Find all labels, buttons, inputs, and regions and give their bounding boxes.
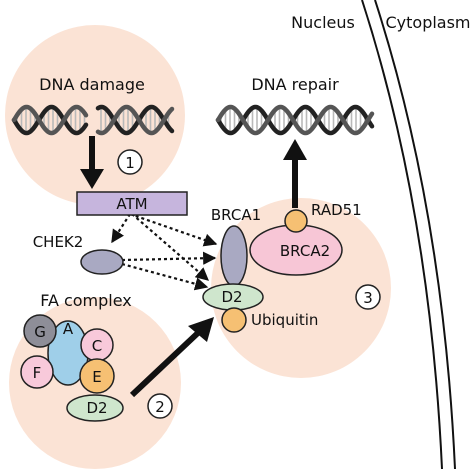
step-3-label: 3 bbox=[363, 289, 373, 307]
dna-strand bbox=[215, 104, 375, 136]
dna-repair-label: DNA repair bbox=[251, 75, 339, 94]
fa-subunit-e-label: E bbox=[92, 368, 101, 386]
step-1-label: 1 bbox=[125, 154, 135, 172]
fa-subunit-c-label: C bbox=[92, 337, 102, 355]
fa-to-d2-arrow bbox=[129, 317, 214, 398]
fa-subunit-g-label: G bbox=[34, 323, 46, 341]
fa-subunit-f bbox=[20, 355, 54, 389]
chek2-oval bbox=[80, 249, 124, 275]
d2-label: D2 bbox=[221, 288, 242, 306]
brca1-oval bbox=[220, 225, 248, 287]
atm-box bbox=[76, 191, 188, 216]
dna-damage-label: DNA damage bbox=[39, 75, 145, 94]
fa-subunit-e bbox=[79, 358, 115, 394]
chek2-to-brca1-arrow bbox=[121, 251, 217, 265]
atm-to-chek2-arrow bbox=[111, 213, 131, 244]
dna-strand bbox=[95, 104, 175, 136]
atm-label: ATM bbox=[116, 195, 147, 213]
fa-subunit-a-label: A bbox=[63, 320, 74, 338]
rad51-label: RAD51 bbox=[311, 201, 362, 219]
dna-strand bbox=[11, 104, 89, 136]
fa-d2-oval bbox=[66, 394, 124, 422]
signaling-arrows bbox=[111, 212, 218, 291]
step-1-badge bbox=[117, 149, 143, 175]
rad51-circle bbox=[284, 209, 308, 233]
step-2-badge bbox=[147, 393, 173, 419]
brca1-label: BRCA1 bbox=[211, 206, 261, 224]
dna-strand bbox=[11, 104, 89, 136]
step-2-label: 2 bbox=[155, 398, 165, 416]
chek2-label: CHEK2 bbox=[33, 233, 84, 251]
dna-helix-icon bbox=[215, 104, 375, 136]
brca2-label: BRCA2 bbox=[280, 242, 330, 260]
nucleus-label: Nucleus bbox=[291, 13, 355, 32]
nuclear-membrane-outer bbox=[374, 0, 456, 469]
ubiquitin-circle bbox=[221, 307, 247, 333]
dna-strand bbox=[95, 104, 175, 136]
step-3-badge bbox=[355, 284, 381, 310]
fa-d2-label: D2 bbox=[86, 399, 107, 417]
atm-to-d2-arrow bbox=[131, 213, 209, 281]
broken-dna-helix-icon bbox=[11, 104, 175, 136]
ubiquitin-label: Ubiquitin bbox=[251, 311, 318, 329]
nuclear-membrane-inner bbox=[361, 0, 443, 469]
chek2-to-d2-arrow bbox=[121, 262, 209, 291]
fa-subunit-g bbox=[23, 314, 57, 348]
repair-arrow bbox=[283, 139, 307, 208]
damage-to-atm-arrow bbox=[80, 136, 104, 189]
fa-complex-label: FA complex bbox=[40, 291, 132, 310]
cytoplasm-label: Cytoplasm bbox=[385, 13, 470, 32]
atm-to-brca1-arrow bbox=[129, 212, 218, 247]
fa-subunit-f-label: F bbox=[33, 364, 42, 382]
